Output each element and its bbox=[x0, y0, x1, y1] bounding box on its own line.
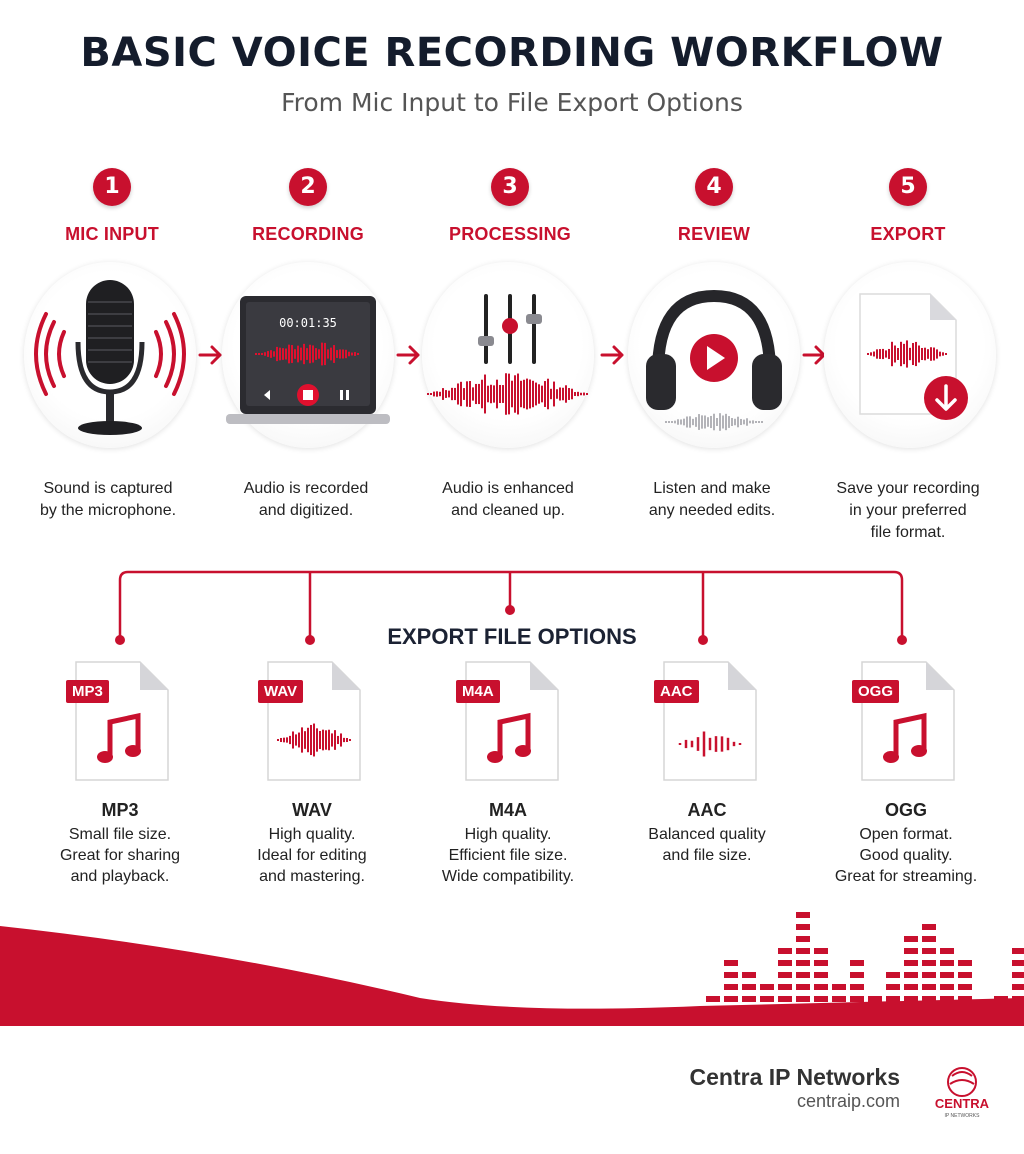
step-1: 1 MIC INPUT bbox=[12, 168, 212, 245]
logo-subtext: IP NETWORKS bbox=[945, 1113, 981, 1119]
file-icon bbox=[75, 661, 169, 781]
file-format-tag: MP3 bbox=[66, 680, 109, 703]
file-icon bbox=[663, 661, 757, 781]
step-label: EXPORT bbox=[870, 224, 946, 244]
headphones-play-icon bbox=[646, 289, 782, 431]
export-connector-lines bbox=[115, 570, 907, 645]
file-download-icon bbox=[859, 293, 968, 420]
option-description: Open format. Good quality. Great for str… bbox=[834, 826, 978, 885]
music-note-icon bbox=[883, 712, 927, 763]
option-name: MP3 bbox=[101, 800, 139, 820]
file-option-mp3: MP3 bbox=[66, 660, 172, 784]
brand-name: Centra IP Networks bbox=[689, 1064, 900, 1090]
arrow-right-icon bbox=[396, 344, 422, 366]
step-2-illustration: 00:01:35 bbox=[222, 262, 394, 448]
microphone-icon bbox=[34, 280, 186, 435]
option-name: M4A bbox=[488, 800, 527, 820]
step-number-badge: 5 bbox=[889, 168, 927, 206]
step-label: REVIEW bbox=[677, 224, 751, 244]
file-option-ogg: OGG bbox=[852, 660, 958, 784]
decorative-equalizer-bars bbox=[706, 912, 1024, 1014]
file-format-tag: AAC bbox=[654, 680, 699, 703]
step-label: RECORDING bbox=[252, 224, 364, 244]
brand-url: centraip.com bbox=[796, 1091, 900, 1111]
recording-timer: 00:01:35 bbox=[279, 316, 337, 330]
step-4-illustration bbox=[628, 262, 800, 448]
step-5: 5 EXPORT bbox=[808, 168, 1008, 245]
step-5-illustration bbox=[824, 262, 996, 448]
equalizer-waveform-icon bbox=[427, 294, 588, 415]
step-3: 3 PROCESSING bbox=[410, 168, 610, 245]
step-1-illustration bbox=[24, 262, 196, 448]
step-3-description: Audio is enhanced and cleaned up. bbox=[442, 480, 574, 519]
step-4: 4 REVIEW bbox=[614, 168, 814, 245]
option-name: OGG bbox=[884, 800, 927, 820]
export-options-heading: EXPORT FILE OPTIONS bbox=[387, 624, 637, 649]
step-number-badge: 1 bbox=[93, 168, 131, 206]
brand-logo: CENTRA IP NETWORKS bbox=[924, 1064, 1000, 1120]
step-number-badge: 2 bbox=[289, 168, 327, 206]
music-note-icon bbox=[487, 712, 531, 763]
logo-text: CENTRA bbox=[935, 1096, 990, 1111]
file-icon bbox=[465, 661, 559, 781]
file-format-tag: M4A bbox=[456, 680, 500, 703]
step-2-description: Audio is recorded and digitized. bbox=[243, 480, 369, 519]
option-name: WAV bbox=[292, 800, 332, 820]
file-option-aac: AAC bbox=[654, 660, 760, 784]
file-icon bbox=[861, 661, 955, 781]
file-icon bbox=[267, 661, 361, 781]
option-name: AAC bbox=[687, 800, 727, 820]
file-option-wav: WAV bbox=[258, 660, 364, 784]
option-description: High quality. Efficient file size. Wide … bbox=[441, 826, 575, 885]
file-format-tag: WAV bbox=[258, 680, 304, 703]
option-description: Small file size. Great for sharing and p… bbox=[59, 826, 181, 885]
step-number-badge: 4 bbox=[695, 168, 733, 206]
arrow-right-icon bbox=[600, 344, 626, 366]
step-5-description: Save your recording in your preferred fi… bbox=[836, 480, 980, 541]
page-subtitle: From Mic Input to File Export Options bbox=[281, 88, 743, 117]
arrow-right-icon bbox=[198, 344, 224, 366]
decorative-footer-wave bbox=[0, 912, 1024, 1026]
option-description: Balanced quality and file size. bbox=[648, 826, 766, 864]
step-4-description: Listen and make any needed edits. bbox=[648, 480, 776, 519]
waveform-icon bbox=[678, 731, 742, 757]
page-title: BASIC VOICE RECORDING WORKFLOW bbox=[80, 30, 944, 76]
step-3-illustration bbox=[422, 262, 594, 448]
option-description: High quality. Ideal for editing and mast… bbox=[257, 826, 367, 885]
step-number-badge: 3 bbox=[491, 168, 529, 206]
step-label: PROCESSING bbox=[448, 224, 572, 244]
laptop-recorder-icon bbox=[226, 296, 390, 424]
music-note-icon bbox=[97, 712, 141, 763]
step-label: MIC INPUT bbox=[65, 224, 159, 244]
step-1-description: Sound is captured by the microphone. bbox=[39, 480, 177, 519]
file-format-tag: OGG bbox=[852, 680, 900, 703]
step-2: 2 RECORDING bbox=[208, 168, 408, 245]
waveform-icon bbox=[277, 723, 351, 757]
file-option-m4a: M4A bbox=[456, 660, 562, 784]
